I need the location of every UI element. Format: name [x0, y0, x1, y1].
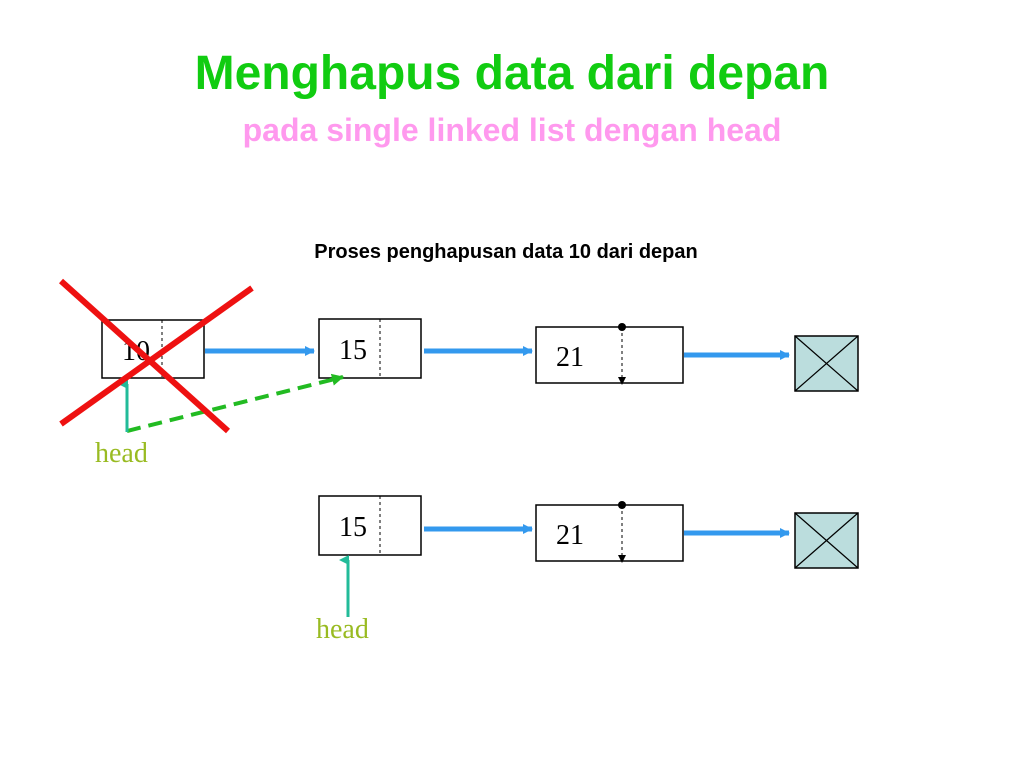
- cross-out-icon: [58, 278, 254, 434]
- before-node-2: 15: [318, 318, 422, 379]
- null-box-icon: [794, 512, 859, 569]
- new-head-link: [126, 373, 344, 433]
- after-node-2-value: 21: [556, 520, 584, 551]
- after-node-1: 15: [318, 495, 422, 556]
- after-head-label: head: [316, 614, 369, 645]
- slide-title: Menghapus data dari depan: [194, 47, 830, 100]
- slide-subtitle: pada single linked list dengan head: [242, 112, 782, 148]
- before-node-3-value: 21: [556, 342, 584, 373]
- null-box-icon: [794, 335, 859, 392]
- before-node-3: 21: [535, 323, 684, 385]
- diagram-caption: Proses penghapusan data 10 dari depan: [314, 241, 698, 263]
- before-head-label: head: [95, 438, 148, 469]
- before-node-2-value: 15: [339, 335, 367, 366]
- after-node-1-value: 15: [339, 512, 367, 543]
- after-node-2: 21: [535, 501, 684, 563]
